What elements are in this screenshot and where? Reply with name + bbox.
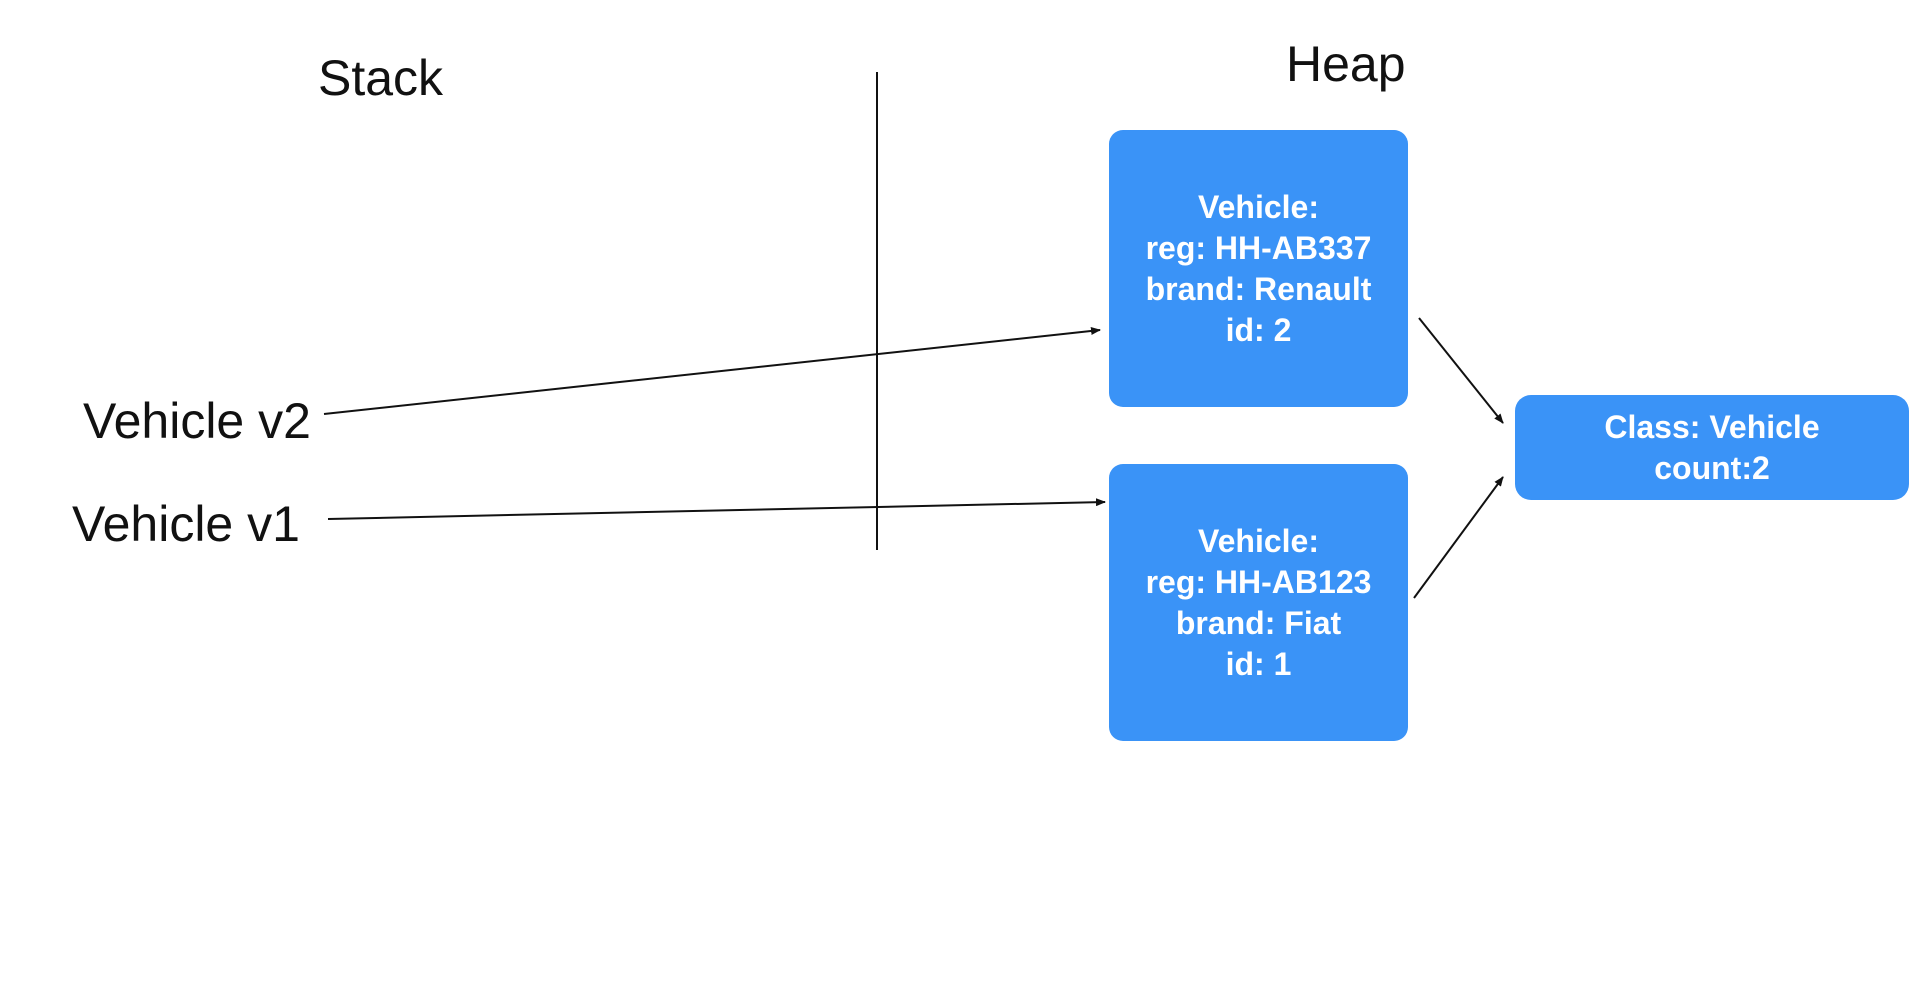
object-line: Vehicle: — [1198, 522, 1319, 559]
arrow-v1-to-object-1 — [327, 498, 1106, 520]
heap-object-vehicle-1: Vehicle: reg: HH-AB123 brand: Fiat id: 1 — [1109, 464, 1408, 741]
arrow-object-2-to-class — [1418, 317, 1504, 424]
object-line: id: 1 — [1225, 645, 1292, 682]
object-line: brand: Renault — [1145, 270, 1372, 307]
arrow-object-1-to-class — [1413, 476, 1504, 599]
stack-label: Stack — [318, 50, 444, 106]
heap-label: Heap — [1286, 36, 1406, 92]
stack-var-v2: Vehicle v2 — [83, 393, 311, 449]
object-line: Vehicle: — [1198, 188, 1319, 225]
stack-var-v1: Vehicle v1 — [72, 496, 300, 552]
class-line: count:2 — [1654, 449, 1770, 486]
object-line: reg: HH-AB337 — [1145, 229, 1372, 266]
object-line: brand: Fiat — [1175, 604, 1342, 641]
object-line: id: 2 — [1225, 311, 1292, 348]
object-line: reg: HH-AB123 — [1145, 563, 1372, 600]
heap-object-vehicle-2: Vehicle: reg: HH-AB337 brand: Renault id… — [1109, 130, 1408, 407]
class-line: Class: Vehicle — [1604, 408, 1820, 445]
arrow-v2-to-object-2 — [323, 326, 1101, 415]
heap-class-vehicle: Class: Vehicle count:2 — [1515, 395, 1909, 500]
